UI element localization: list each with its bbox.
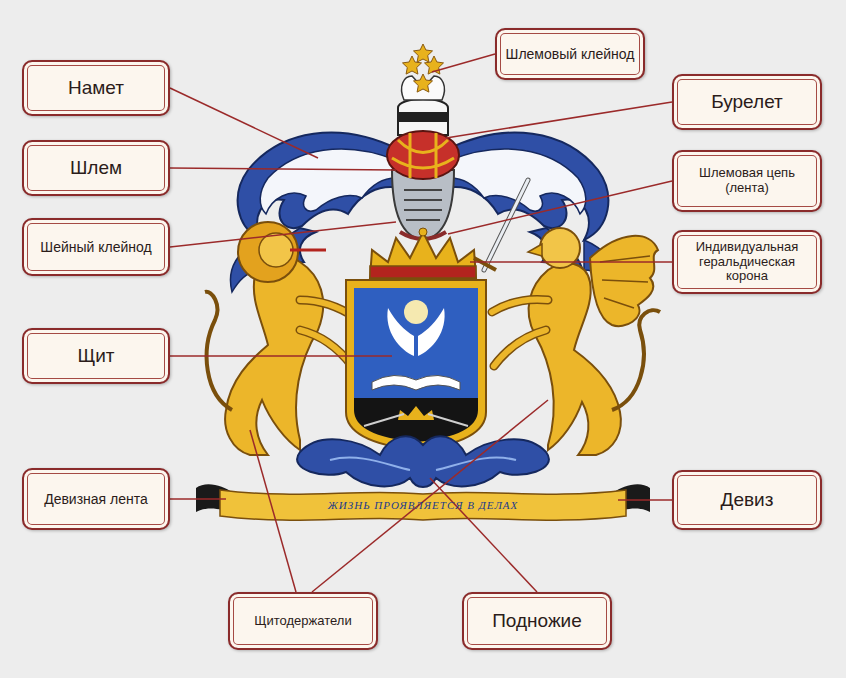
helmet-body (392, 170, 454, 240)
label-box: Подножие (462, 592, 612, 650)
star (414, 74, 433, 92)
label-box: Индивидуальная геральдическая корона (672, 230, 822, 294)
label-box: Шейный клейнод (22, 218, 170, 276)
sword-blade (484, 180, 528, 270)
crown-band (370, 266, 476, 278)
leader-line (430, 478, 537, 592)
leader-line (170, 88, 318, 158)
sword-guard (474, 258, 496, 270)
helmet (387, 131, 459, 240)
leader-line (312, 400, 548, 592)
label-text: Шлемовый клейнод (506, 46, 635, 62)
lion-head (259, 233, 293, 267)
compartment-highlights (330, 458, 516, 470)
leader-line (170, 498, 226, 500)
label-box: Щит (22, 328, 170, 384)
shield-wing (418, 308, 445, 356)
shield-moon (404, 300, 428, 324)
label-text: Щит (77, 345, 114, 367)
leader-line (618, 499, 672, 501)
label-text: Шлем (70, 157, 122, 179)
crown (370, 228, 476, 278)
label-box: Девизная лента (22, 468, 170, 530)
leader-line (250, 430, 296, 592)
crown-body (370, 232, 476, 278)
shield-border (346, 280, 486, 450)
label-text: Шлемовая цепь (лента) (682, 166, 812, 196)
leader-line (170, 222, 396, 247)
label-text: Щитодержатели (254, 614, 351, 629)
compartment (297, 436, 549, 487)
label-box: Шлемовая цепь (лента) (672, 150, 822, 212)
label-box: Шлем (22, 140, 170, 196)
motto-ribbon (196, 484, 650, 520)
label-box: Бурелет (672, 74, 822, 130)
helmet-visor (404, 190, 442, 220)
burelet-stripes (392, 133, 454, 178)
griffin-body (529, 263, 621, 455)
label-text: Индивидуальная геральдическая корона (682, 240, 812, 285)
label-text: Бурелет (711, 91, 783, 113)
leader-line (448, 181, 672, 234)
crest-hat (398, 99, 448, 135)
star (414, 44, 433, 62)
shield-sabres (364, 414, 468, 426)
shield-wing (387, 308, 414, 356)
ribbon-band (220, 490, 626, 520)
label-text: Подножие (492, 610, 582, 632)
sword-edge (484, 180, 528, 270)
griffin-claws-fill (492, 299, 548, 366)
label-box: Щитодержатели (228, 592, 378, 650)
shield-crown (398, 406, 434, 420)
motto-text: ЖИЗНЬ ПРОЯВЛЯЕТСЯ В ДЕЛАХ (328, 499, 519, 511)
label-box: Шлемовый клейнод (495, 28, 645, 80)
griffin-beak (528, 244, 542, 256)
label-text: Девиз (721, 489, 774, 511)
leader-line (170, 168, 396, 170)
leader-line (446, 102, 672, 138)
leader-line (170, 355, 392, 357)
label-box: Намет (22, 60, 170, 116)
shield-base (354, 398, 478, 442)
helmet-crest (398, 44, 448, 135)
griffin-feathers (600, 256, 650, 308)
shield-book (372, 375, 460, 390)
lion-tongue (290, 249, 326, 252)
label-box: Девиз (672, 470, 822, 530)
lion-tail (205, 292, 232, 410)
shield (346, 280, 486, 450)
leader-line (432, 54, 495, 72)
leader-line (470, 261, 672, 263)
crest-band (398, 112, 448, 122)
shield-field (354, 288, 478, 398)
griffin-claws (492, 299, 548, 366)
label-text: Намет (68, 77, 124, 99)
lion-mane (238, 222, 298, 282)
lion (205, 222, 356, 455)
compartment-leaves (297, 436, 549, 487)
label-text: Шейный клейнод (40, 239, 151, 255)
griffin-tail (612, 310, 660, 410)
crown-jewel (419, 228, 427, 236)
label-text: Девизная лента (44, 491, 148, 507)
